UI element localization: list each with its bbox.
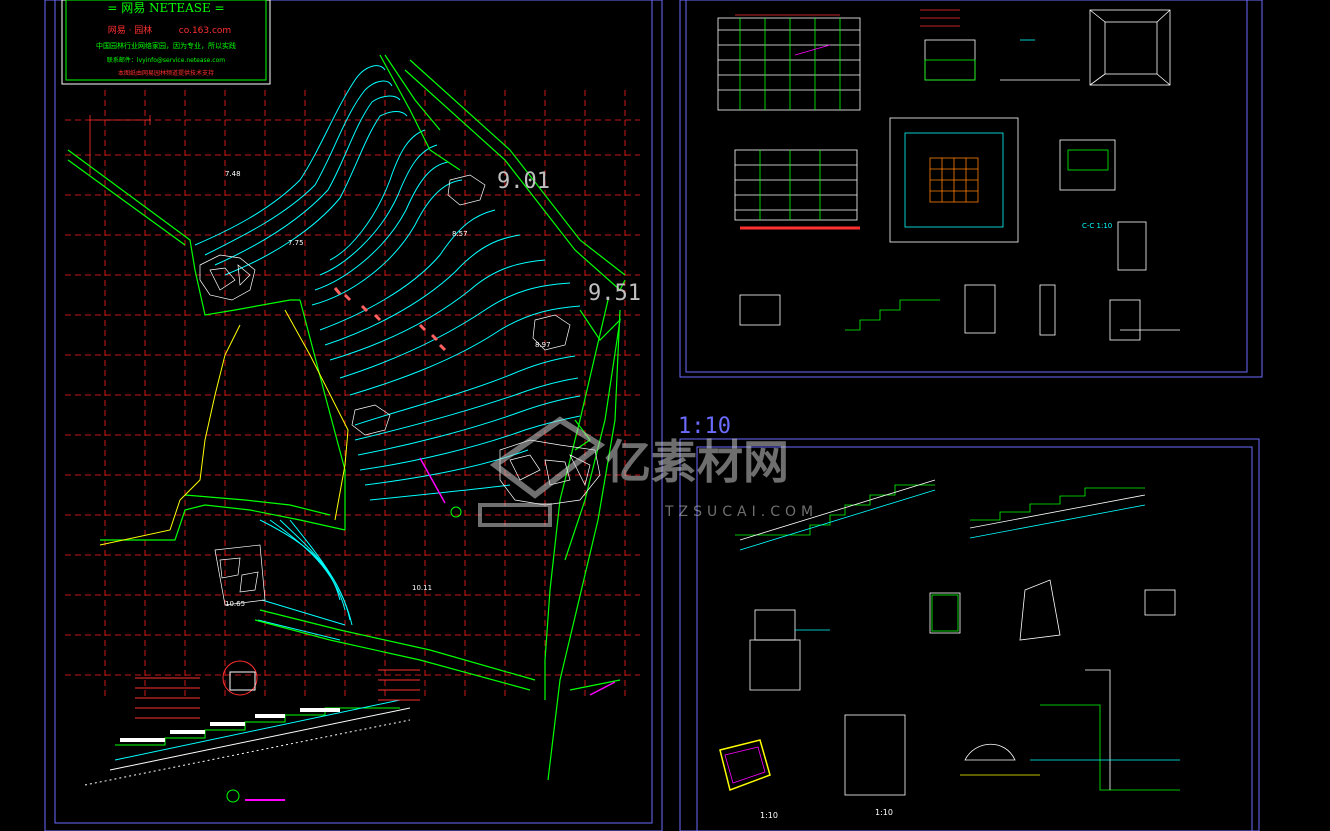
title-block-title: = 网易 NETEASE =	[107, 1, 224, 15]
title-block-slogan: 中国园林行业网络家园，因为专业，所以实践	[96, 41, 236, 50]
contour-lines	[194, 65, 581, 641]
title-block-footer: 本图纸由网易园林频道提供技术支持	[118, 69, 214, 77]
site-boundary	[67, 54, 626, 781]
elevation-857: 8.57	[452, 230, 468, 238]
elevation-951-large: 9.51	[588, 281, 641, 306]
watermark: 亿素材网 TZSUCAI.COM	[478, 416, 818, 527]
title-block-contact: 联系邮件：lvyinfo@service.netease.com	[107, 56, 225, 64]
scale-label-detail-1: 1:10	[760, 811, 778, 820]
watermark-domain: TZSUCAI.COM	[664, 504, 818, 520]
title-block-subtitle-left: 网易 · 园林	[108, 24, 153, 36]
stair-section-detail	[84, 660, 420, 803]
watermark-brand: 亿素材网	[605, 435, 789, 489]
section-label-c: C-C 1:10	[1082, 222, 1112, 230]
elevation-1011: 10.11	[412, 584, 432, 592]
dimension-lines	[89, 115, 151, 175]
elevation-901-large: 9.01	[497, 169, 550, 194]
elevation-897: 8.97	[535, 341, 551, 349]
elevation-labels: 7.48 7.75 8.57 8.97 10.65 10.11	[225, 170, 551, 608]
title-block-subtitle-right: co.163.com	[179, 26, 231, 36]
elevation-748: 7.48	[225, 170, 241, 178]
title-block: = 网易 NETEASE = 网易 · 园林 co.163.com 中国园林行业…	[61, 0, 271, 85]
survey-grid	[65, 90, 640, 700]
scale-label-detail-2: 1:10	[875, 808, 893, 817]
elevation-775: 7.75	[288, 239, 304, 247]
detail-sheet-top	[717, 9, 1180, 341]
detail-sheet-bottom	[719, 479, 1180, 796]
sheet-frames	[44, 0, 1263, 831]
footpath-outline	[99, 309, 349, 546]
annotation-markers	[333, 287, 616, 696]
elevation-1065: 10.65	[225, 600, 245, 608]
scale-label-main: 1:10	[678, 414, 731, 439]
rock-clusters	[199, 174, 601, 606]
